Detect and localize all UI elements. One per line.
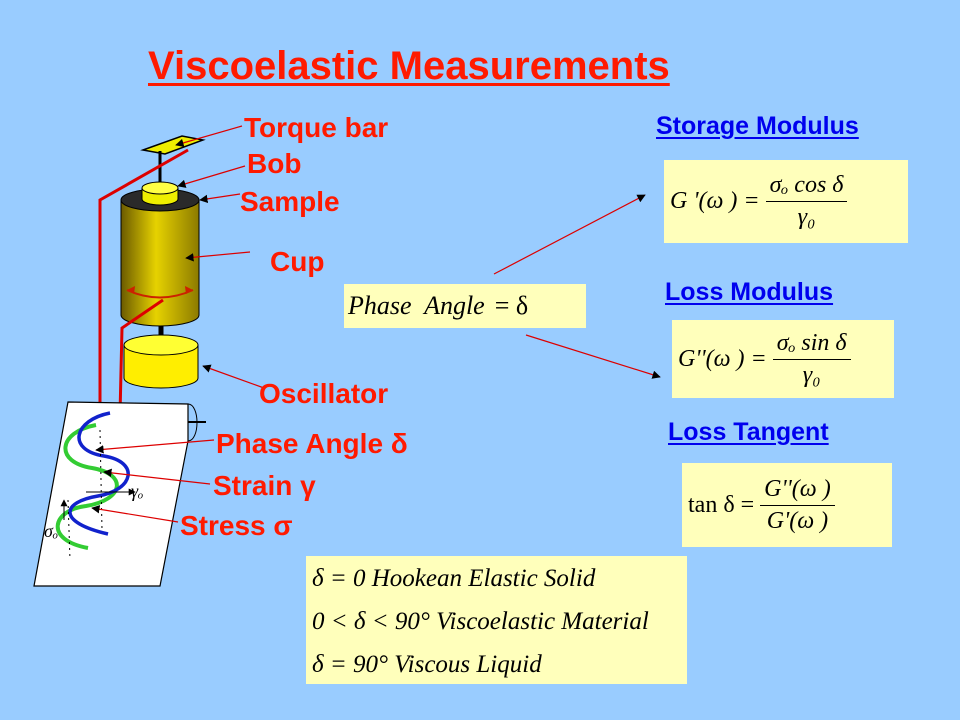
slide-title: Viscoelastic Measurements xyxy=(148,44,670,88)
condition-viscous: δ = 90° Viscous Liquid xyxy=(312,651,542,678)
material-conditions-box: δ = 0 Hookean Elastic Solid 0 < δ < 90° … xyxy=(306,556,687,684)
cup-body xyxy=(120,200,200,327)
pointer-bob xyxy=(177,165,246,188)
pointer-cup xyxy=(185,251,251,262)
loss-modulus-heading: Loss Modulus xyxy=(665,278,834,306)
storage-fraction: σₒ cos δ γ₀ xyxy=(765,172,848,231)
tangent-lhs: tan δ = xyxy=(688,491,755,518)
tangent-denominator: G'(ω ) xyxy=(766,507,829,534)
loss-denominator: γ₀ xyxy=(802,361,821,388)
phase-rhs: = δ xyxy=(494,291,529,320)
condition-elastic: δ = 0 Hookean Elastic Solid xyxy=(312,565,596,592)
label-oscillator: Oscillator xyxy=(259,378,389,409)
storage-modulus-formula: G '(ω ) = σₒ cos δ γ₀ xyxy=(664,160,908,243)
loss-numerator: σₒ sin δ xyxy=(772,330,851,360)
label-cup: Cup xyxy=(270,246,325,277)
phase-lhs: Phase Angle xyxy=(348,291,485,320)
gamma-symbol: γₒ xyxy=(131,481,144,501)
phase-angle-box: Phase Angle = δ xyxy=(344,284,586,328)
label-bob: Bob xyxy=(247,148,302,179)
wire-oscillator xyxy=(118,298,164,416)
label-sample: Sample xyxy=(240,186,340,217)
pointer-stress xyxy=(91,505,179,523)
storage-lhs: G '(ω ) = xyxy=(670,188,760,214)
storage-modulus-heading: Storage Modulus xyxy=(656,112,859,140)
label-torque-bar: Torque bar xyxy=(244,112,389,143)
loss-fraction: σₒ sin δ γ₀ xyxy=(772,330,851,389)
loss-lhs: G''(ω ) = xyxy=(678,345,767,372)
pointer-sample xyxy=(199,193,241,204)
arrow-to-storage xyxy=(493,194,646,275)
pointer-phase xyxy=(95,439,215,454)
condition-viscoelastic: 0 < δ < 90° Viscoelastic Material xyxy=(312,608,649,635)
tangent-numerator: G''(ω ) xyxy=(760,476,835,506)
loss-modulus-formula: G''(ω ) = σₒ sin δ γ₀ xyxy=(672,320,894,398)
pointer-oscillator xyxy=(202,364,265,389)
pointer-torque xyxy=(175,125,243,147)
tangent-fraction: G''(ω ) G'(ω ) xyxy=(760,476,835,535)
loss-tangent-heading: Loss Tangent xyxy=(668,418,829,446)
loss-tangent-formula: tan δ = G''(ω ) G'(ω ) xyxy=(682,463,892,547)
label-phase-angle: Phase Angle δ xyxy=(216,428,408,459)
wire-torque xyxy=(98,148,189,415)
storage-numerator: σₒ cos δ xyxy=(765,172,848,202)
sigma-symbol: σₒ xyxy=(44,521,59,541)
stress-wave xyxy=(68,411,130,536)
torque-bar-plate xyxy=(140,135,206,155)
oscillator xyxy=(123,345,199,389)
label-strain: Strain γ xyxy=(213,470,316,501)
storage-denominator: γ₀ xyxy=(797,204,816,230)
label-stress: Stress σ xyxy=(180,510,293,541)
strain-wave xyxy=(55,423,119,550)
arrow-to-loss xyxy=(525,334,661,379)
pointer-strain xyxy=(103,468,211,485)
